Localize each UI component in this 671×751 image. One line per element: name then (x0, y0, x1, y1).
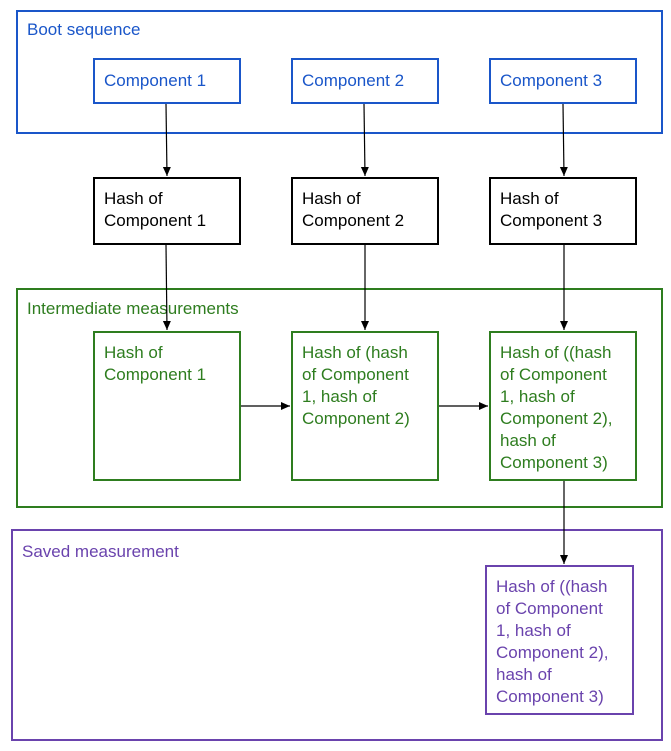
intermediate-measurements-title: Intermediate measurements (27, 299, 239, 318)
intermediate-measurement-3: Hash of ((hash of Component 1, hash of C… (489, 331, 637, 481)
boot-component-2: Component 2 (291, 58, 439, 104)
intermediate-measurement-1: Hash of Component 1 (93, 331, 241, 481)
boot-component-1-label: Component 1 (104, 71, 207, 90)
saved-measurement-group: Saved measurement (11, 529, 663, 741)
hash-component-2: Hash of Component 2 (291, 177, 439, 245)
intermediate-measurement-2: Hash of (hash of Component 1, hash of Co… (291, 331, 439, 481)
saved-measurement-box: Hash of ((hash of Component 1, hash of C… (485, 565, 634, 715)
saved-measurement-label: Hash of ((hash of Component 1, hash of C… (496, 577, 609, 706)
boot-component-1: Component 1 (93, 58, 241, 104)
hash-component-3: Hash of Component 3 (489, 177, 637, 245)
boot-component-3: Component 3 (489, 58, 637, 104)
hash-component-3-label: Hash of Component 3 (500, 189, 603, 230)
hash-component-1-label: Hash of Component 1 (104, 189, 207, 230)
boot-component-2-label: Component 2 (302, 71, 405, 90)
boot-component-3-label: Component 3 (500, 71, 603, 90)
intermediate-measurement-2-label: Hash of (hash of Component 1, hash of Co… (302, 343, 410, 428)
boot-sequence-group: Boot sequence (16, 10, 663, 134)
saved-measurement-title: Saved measurement (22, 542, 179, 561)
hash-component-1: Hash of Component 1 (93, 177, 241, 245)
boot-sequence-title: Boot sequence (27, 20, 141, 39)
intermediate-measurements-group: Intermediate measurements (16, 288, 663, 508)
intermediate-measurement-1-label: Hash of Component 1 (104, 343, 207, 384)
hash-component-2-label: Hash of Component 2 (302, 189, 405, 230)
intermediate-measurement-3-label: Hash of ((hash of Component 1, hash of C… (500, 343, 613, 472)
